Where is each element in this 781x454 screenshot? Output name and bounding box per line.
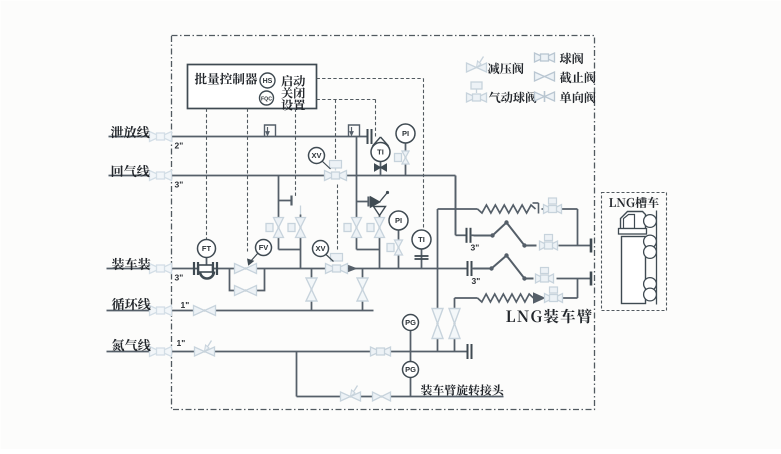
svg-text:XV: XV bbox=[315, 244, 325, 253]
svg-text:FV: FV bbox=[259, 243, 269, 252]
svg-text:PI: PI bbox=[395, 216, 402, 225]
svg-text:3": 3" bbox=[175, 180, 184, 190]
svg-text:FQC: FQC bbox=[261, 96, 272, 102]
svg-text:TI: TI bbox=[418, 235, 425, 244]
svg-text:FT: FT bbox=[202, 244, 212, 253]
svg-text:PG: PG bbox=[405, 365, 416, 374]
svg-text:3": 3" bbox=[472, 276, 481, 286]
svg-text:1": 1" bbox=[181, 300, 190, 310]
svg-text:PG: PG bbox=[405, 318, 416, 327]
svg-text:3": 3" bbox=[175, 273, 184, 283]
svg-text:1": 1" bbox=[177, 338, 186, 348]
svg-text:TI: TI bbox=[377, 148, 384, 157]
svg-text:HS: HS bbox=[263, 78, 273, 85]
svg-text:3": 3" bbox=[471, 243, 480, 253]
svg-text:PI: PI bbox=[402, 129, 409, 138]
svg-text:XV: XV bbox=[311, 151, 321, 160]
svg-text:2": 2" bbox=[175, 141, 184, 151]
